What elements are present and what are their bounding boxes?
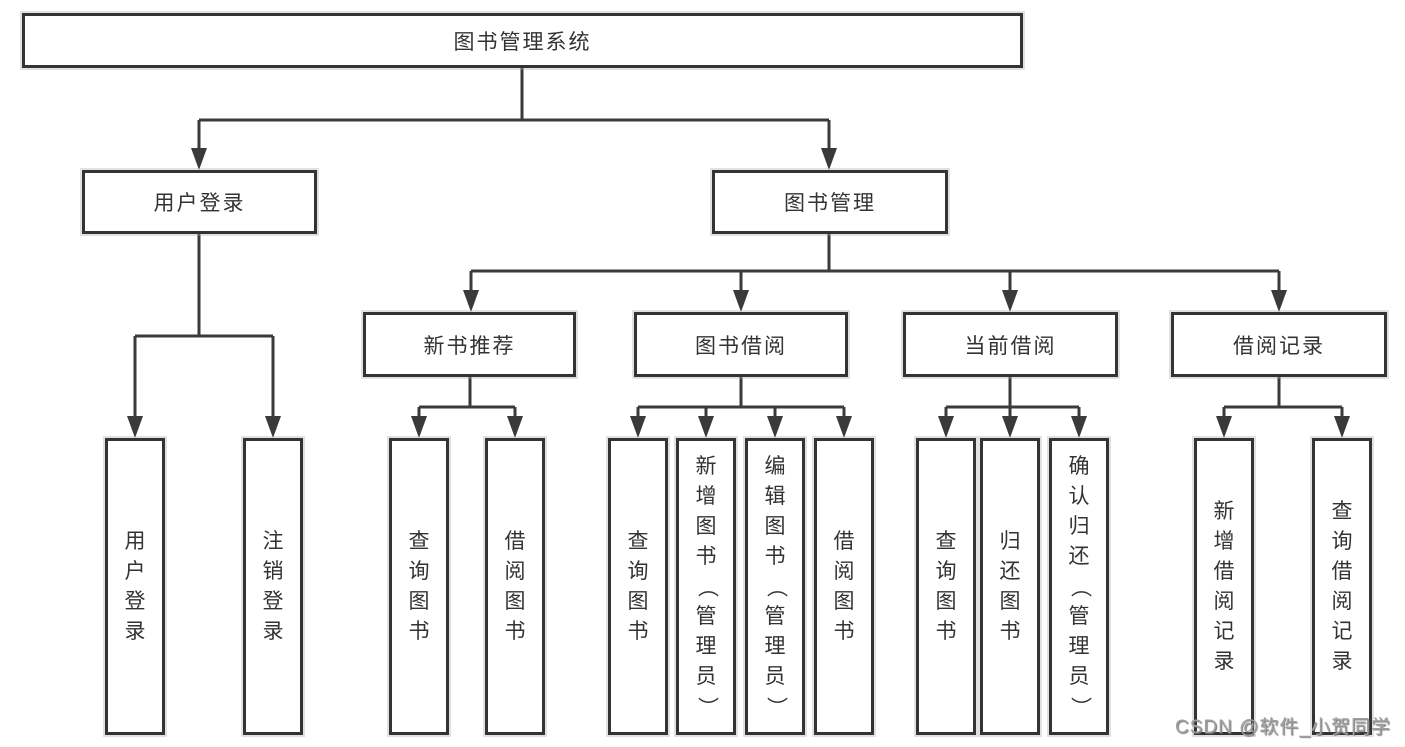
leaf-borrow-books-recommend-label: 借阅图书 [504, 529, 526, 643]
connector-bookborrow-to-leaves [630, 376, 852, 438]
connector-currentborrow-to-leaves [938, 376, 1087, 438]
node-current-borrow: 当前借阅 [903, 312, 1118, 377]
leaf-return-book: 归还图书 [980, 438, 1040, 735]
leaf-query-borrow-record: 查询借阅记录 [1312, 438, 1372, 735]
leaf-confirm-return-admin-label: 确认归还（管理员） [1068, 454, 1091, 718]
leaf-query-borrow-record-label: 查询借阅记录 [1331, 499, 1353, 673]
leaf-borrow-books-label: 借阅图书 [833, 529, 855, 643]
leaf-add-book-admin-label: 新增图书（管理员） [695, 454, 718, 718]
leaf-query-books-current: 查询图书 [916, 438, 976, 735]
connector-newbook-to-leaves [411, 376, 523, 438]
node-book-borrow-label: 图书借阅 [695, 334, 787, 358]
leaf-edit-book-admin-label: 编辑图书（管理员） [764, 454, 787, 718]
leaf-add-book-admin: 新增图书（管理员） [676, 438, 736, 735]
leaf-query-books-recommend-label: 查询图书 [408, 529, 430, 643]
connector-bookmgmt-to-level3 [463, 234, 1287, 312]
leaf-query-books-borrow-label: 查询图书 [627, 529, 649, 643]
node-borrow-records: 借阅记录 [1171, 312, 1387, 377]
leaf-query-books-current-label: 查询图书 [935, 529, 957, 643]
node-user-login: 用户登录 [82, 170, 317, 234]
leaf-logout-label: 注销登录 [262, 529, 284, 643]
node-borrow-records-label: 借阅记录 [1233, 334, 1325, 358]
leaf-query-books-recommend: 查询图书 [389, 438, 449, 735]
node-new-book-recommend: 新书推荐 [363, 312, 576, 377]
node-root: 图书管理系统 [22, 13, 1023, 68]
leaf-user-login: 用户登录 [105, 438, 165, 735]
leaf-borrow-books: 借阅图书 [814, 438, 874, 735]
leaf-user-login-label: 用户登录 [124, 529, 146, 643]
leaf-edit-book-admin: 编辑图书（管理员） [745, 438, 805, 735]
node-root-label: 图书管理系统 [453, 30, 592, 54]
leaf-add-borrow-record: 新增借阅记录 [1194, 438, 1254, 735]
leaf-confirm-return-admin: 确认归还（管理员） [1049, 438, 1109, 735]
connector-root-to-level2 [191, 68, 837, 170]
node-current-borrow-label: 当前借阅 [964, 334, 1057, 358]
node-user-login-label: 用户登录 [153, 192, 246, 215]
node-book-borrow: 图书借阅 [634, 312, 848, 377]
leaf-return-book-label: 归还图书 [999, 529, 1021, 643]
leaf-add-borrow-record-label: 新增借阅记录 [1213, 499, 1235, 673]
leaf-query-books-borrow: 查询图书 [608, 438, 668, 735]
leaf-borrow-books-recommend: 借阅图书 [485, 438, 545, 735]
connector-borrowrecords-to-leaves [1216, 376, 1350, 438]
node-new-book-recommend-label: 新书推荐 [423, 334, 516, 358]
connector-userlogin-to-leaves [127, 234, 281, 438]
csdn-watermark: CSDN @软件_小贺同学 [1175, 717, 1391, 738]
node-book-management: 图书管理 [712, 170, 948, 234]
node-book-management-label: 图书管理 [784, 192, 876, 215]
leaf-logout: 注销登录 [243, 438, 303, 735]
